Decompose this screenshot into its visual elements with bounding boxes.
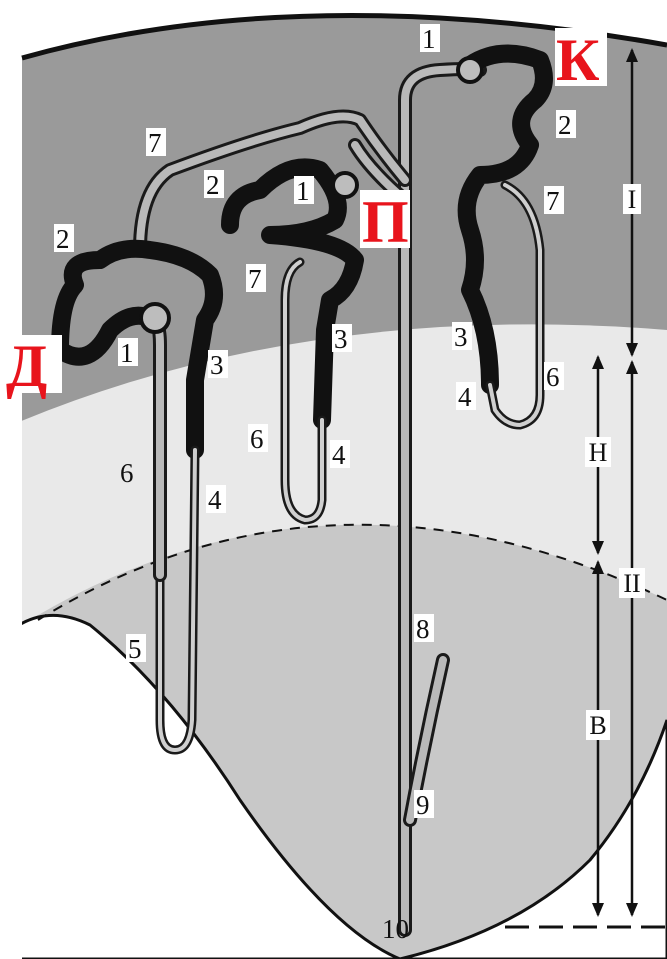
k-label-2: 2 xyxy=(558,110,572,140)
p-label-2: 2 xyxy=(206,170,220,200)
duct-label-10: 10 xyxy=(382,914,409,944)
duct-label-9: 9 xyxy=(416,790,430,820)
letter-p: П xyxy=(362,189,409,255)
d-label-1: 1 xyxy=(120,338,134,368)
zone-label-outer-medulla: Н xyxy=(589,438,608,467)
letter-d: Д xyxy=(6,333,47,399)
zone-label-medulla: II xyxy=(623,569,640,598)
k-label-1: 1 xyxy=(422,24,436,54)
duct-label-8: 8 xyxy=(416,614,430,644)
d-label-3: 3 xyxy=(210,350,224,380)
k-label-7: 7 xyxy=(546,186,560,216)
d-label-4: 4 xyxy=(208,485,222,515)
letter-k: К xyxy=(556,27,600,93)
glomerulus-k xyxy=(458,58,482,82)
d-label-6: 6 xyxy=(120,458,134,488)
d-label-5: 5 xyxy=(128,634,142,664)
p-label-3: 3 xyxy=(334,324,348,354)
zone-label-inner-medulla: В xyxy=(589,711,606,740)
p-label-7: 7 xyxy=(248,264,262,294)
k-label-6: 6 xyxy=(546,362,560,392)
d-label-7: 7 xyxy=(148,128,162,158)
p-label-6: 6 xyxy=(250,424,264,454)
zone-label-cortex: I xyxy=(628,185,637,214)
k-label-3: 3 xyxy=(454,322,468,352)
p-label-1: 1 xyxy=(296,176,310,206)
d-label-2: 2 xyxy=(56,224,70,254)
p-label-4: 4 xyxy=(332,440,346,470)
k-label-4: 4 xyxy=(458,382,472,412)
glomerulus-d xyxy=(141,304,169,332)
glomerulus-p xyxy=(333,173,357,197)
